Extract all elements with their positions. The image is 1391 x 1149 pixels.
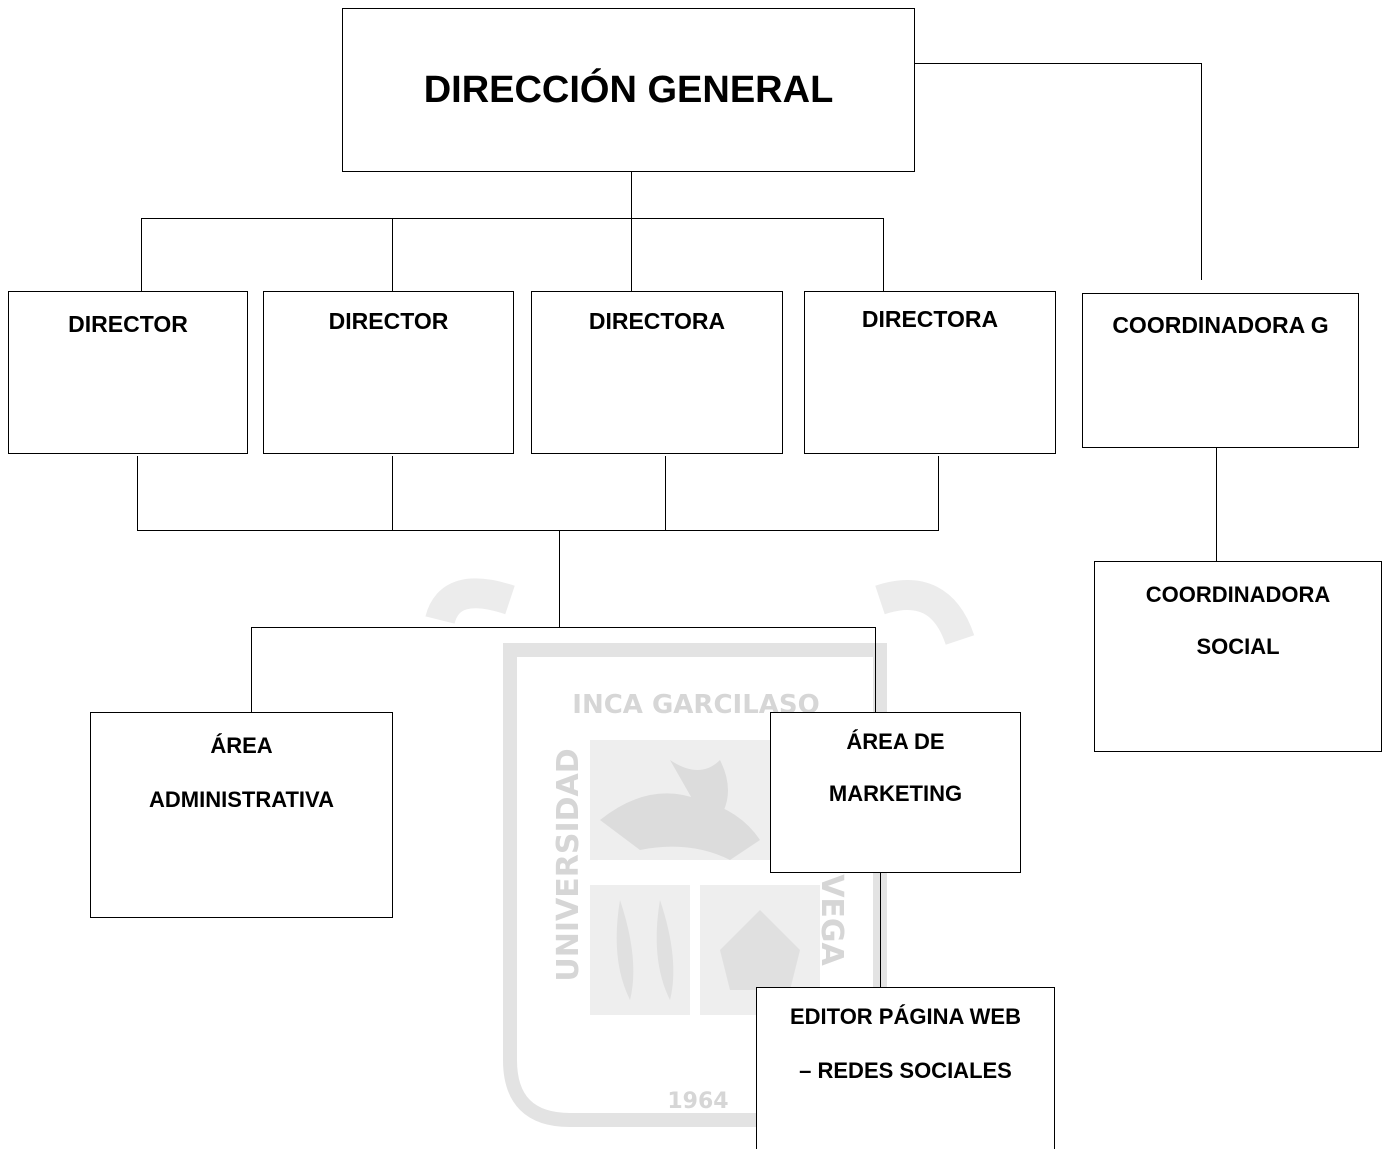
watermark-year: 1964 <box>667 1089 728 1114</box>
box-editor-web: EDITOR PÁGINA WEB – REDES SOCIALES <box>756 987 1055 1149</box>
connector-editor <box>880 872 881 987</box>
box-area-administrativa: ÁREA ADMINISTRATIVA <box>90 712 393 918</box>
connector-director-2 <box>392 218 393 291</box>
area-administrativa-label-2: ADMINISTRATIVA <box>149 787 334 812</box>
connector-areas-bar <box>251 627 876 628</box>
connector-areas-down <box>559 530 560 628</box>
box-director-4: DIRECTORA <box>804 291 1056 454</box>
box-director-1: DIRECTOR <box>8 291 248 454</box>
box-director-3: DIRECTORA <box>531 291 783 454</box>
director-4-label: DIRECTORA <box>861 306 999 332</box>
coordinadora-social-label-2: SOCIAL <box>1196 634 1280 659</box>
director-1-label: DIRECTOR <box>68 311 188 337</box>
connector-dir1-down <box>137 456 138 530</box>
area-marketing-label-2: MARKETING <box>828 781 963 806</box>
connector-coord-social <box>1216 448 1217 561</box>
editor-web-label-2: – REDES SOCIALES <box>799 1058 1012 1083</box>
connector-dir3-down <box>665 456 666 530</box>
connector-director-1 <box>141 218 142 291</box>
crest-hand-quill <box>600 760 760 860</box>
connector-dir4-down <box>938 456 939 530</box>
coordinadora-social-label-1: COORDINADORA <box>1145 582 1331 607</box>
connector-directors-bar <box>141 218 884 219</box>
crest-leaves <box>616 900 800 1000</box>
watermark-left-text: UNIVERSIDAD <box>551 748 586 981</box>
editor-web-label-1: EDITOR PÁGINA WEB <box>789 1004 1021 1029</box>
connector-root-right <box>914 63 1202 64</box>
area-administrativa-label-1: ÁREA <box>210 733 273 758</box>
connector-areas-collect <box>137 530 939 531</box>
connector-dir2-down <box>392 456 393 530</box>
connector-area-marketing <box>875 627 876 712</box>
box-area-marketing: ÁREA DE MARKETING <box>770 712 1021 873</box>
coordinadora-g-label: COORDINADORA G <box>1112 312 1329 338</box>
director-2-label: DIRECTOR <box>328 308 449 334</box>
connector-coord-g <box>1201 63 1202 280</box>
connector-root-down <box>631 172 632 219</box>
area-marketing-label-1: ÁREA DE <box>846 729 945 754</box>
box-director-2: DIRECTOR <box>263 291 514 454</box>
connector-area-admin <box>251 627 252 712</box>
connector-director-3 <box>631 218 632 291</box>
direccion-general-label: DIRECCIÓN GENERAL <box>423 69 834 111</box>
watermark-right-text: VEGA <box>814 874 849 966</box>
box-coordinadora-g: COORDINADORA G <box>1082 293 1359 448</box>
box-direccion-general: DIRECCIÓN GENERAL <box>342 8 915 172</box>
box-coordinadora-social: COORDINADORA SOCIAL <box>1094 561 1382 752</box>
connector-director-4 <box>883 218 884 291</box>
director-3-label: DIRECTORA <box>588 308 726 334</box>
